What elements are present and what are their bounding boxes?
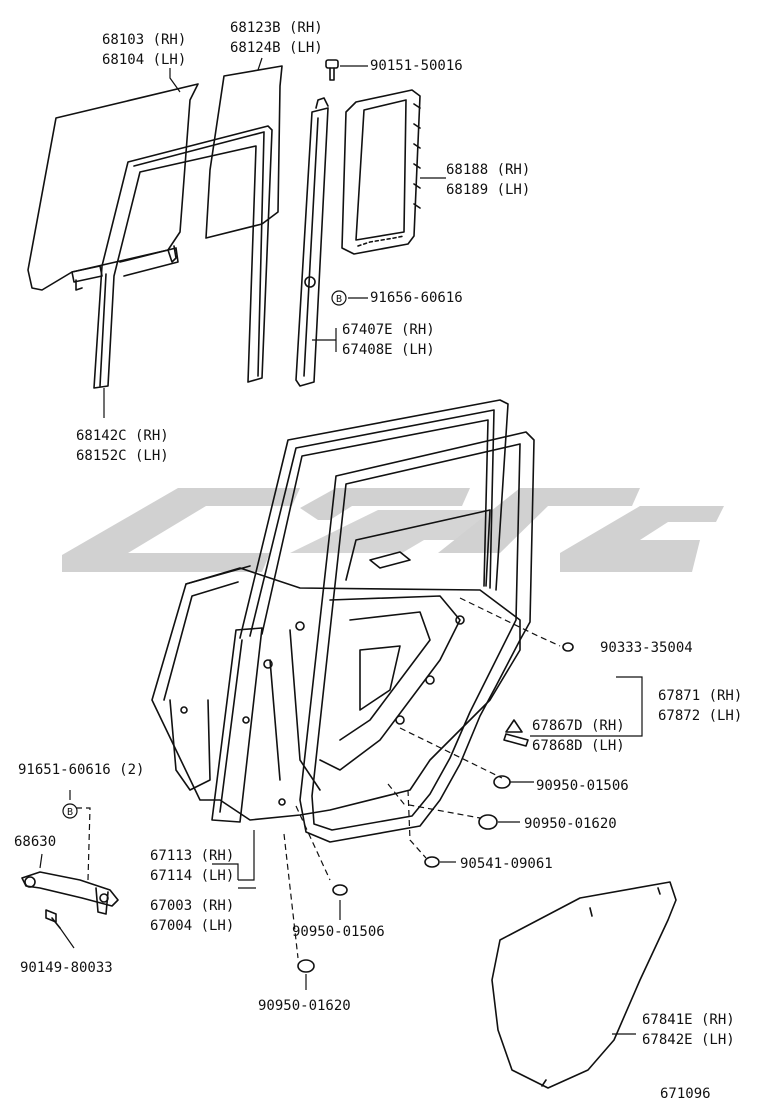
division-bar xyxy=(295,107,329,387)
label-line: 68152C (LH) xyxy=(76,448,169,464)
label-line: 90541-09061 xyxy=(460,856,553,872)
watermark-logo xyxy=(62,488,724,572)
label-line: 68103 (RH) xyxy=(102,32,187,48)
quarter-glass xyxy=(205,65,283,239)
label-glass-door: 68103 (RH) 68104 (LH) xyxy=(102,30,186,70)
label-glass-quarter: 68123B (RH) 68124B (LH) xyxy=(230,18,323,58)
label-line: 68188 (RH) xyxy=(446,162,531,178)
label-door-weatherstrip: 67871 (RH) 67872 (LH) xyxy=(658,686,742,726)
screw-left-icon xyxy=(45,909,61,929)
door-glass xyxy=(27,83,199,291)
label-door-panel: 67113 (RH) 67114 (LH) xyxy=(150,846,234,886)
label-hinge-part: 68630 xyxy=(14,832,56,852)
label-line: 67113 (RH) xyxy=(150,848,235,864)
label-line: 91656-60616 xyxy=(370,290,463,306)
diagram-id: 671096 xyxy=(660,1084,711,1104)
label-line: 90151-50016 xyxy=(370,58,463,74)
label-line: 68123B (RH) xyxy=(230,20,323,36)
label-service-cover: 67841E (RH) 67842E (LH) xyxy=(642,1010,735,1050)
label-line: 67842E (LH) xyxy=(642,1032,735,1048)
bolt-b-badge: B B xyxy=(62,290,347,819)
label-screw-left: 90149-80033 xyxy=(20,958,113,978)
label-line: 90950-01620 xyxy=(258,998,351,1014)
label-line: 671096 xyxy=(660,1086,711,1102)
label-plug-b2: 90950-01620 xyxy=(258,996,351,1016)
label-clip-seal: 67867D (RH) 67868D (LH) xyxy=(532,716,625,756)
o-ring-icon xyxy=(562,642,574,652)
door-weatherstrip xyxy=(299,431,535,843)
label-line: 67004 (LH) xyxy=(150,918,235,934)
label-line: 90149-80033 xyxy=(20,960,113,976)
label-quarter-weatherstrip: 68188 (RH) 68189 (LH) xyxy=(446,160,530,200)
label-line: 67114 (LH) xyxy=(150,868,235,884)
hinge-icon xyxy=(21,871,119,915)
service-cover xyxy=(491,881,677,1089)
svg-text:B: B xyxy=(336,294,342,305)
label-line: 67407E (RH) xyxy=(342,322,435,338)
door-frame xyxy=(239,399,509,639)
run-channel xyxy=(93,125,273,389)
label-grommet: 90541-09061 xyxy=(460,854,553,874)
label-line: 91651-60616 (2) xyxy=(18,762,145,778)
label-line: 90950-01620 xyxy=(524,816,617,832)
label-line: 90950-01506 xyxy=(292,924,385,940)
label-line: 67871 (RH) xyxy=(658,688,743,704)
plug-icon xyxy=(297,775,511,973)
door-inner-panel xyxy=(151,567,521,821)
clip-icon xyxy=(503,719,529,747)
door-panel-side xyxy=(211,627,263,823)
label-line: 68104 (LH) xyxy=(102,52,187,68)
label-screw-top: 90151-50016 xyxy=(370,56,463,76)
quarter-weatherstrip xyxy=(341,89,421,255)
label-line: 67003 (RH) xyxy=(150,898,235,914)
label-division-bar: 67407E (RH) 67408E (LH) xyxy=(342,320,435,360)
label-line: 68142C (RH) xyxy=(76,428,169,444)
label-o-ring: 90333-35004 xyxy=(600,638,693,658)
label-line: 67868D (LH) xyxy=(532,738,625,754)
label-bolt-b-mid: 91656-60616 xyxy=(370,288,463,308)
label-line: 68630 xyxy=(14,834,57,850)
label-bolt-b-left: 91651-60616 (2) xyxy=(18,760,144,780)
label-line: 68189 (LH) xyxy=(446,182,531,198)
label-door-assy: 67003 (RH) 67004 (LH) xyxy=(150,896,234,936)
label-line: 90333-35004 xyxy=(600,640,693,656)
label-line: 67841E (RH) xyxy=(642,1012,735,1028)
label-line: 68124B (LH) xyxy=(230,40,323,56)
label-line: 67408E (LH) xyxy=(342,342,435,358)
label-line: 67867D (RH) xyxy=(532,718,625,734)
label-plug-a1: 90950-01506 xyxy=(536,776,629,796)
label-line: 90950-01506 xyxy=(536,778,629,794)
door-glass-bracket xyxy=(71,265,103,291)
screw-top-icon xyxy=(325,59,339,81)
label-line: 67872 (LH) xyxy=(658,708,743,724)
svg-text:B: B xyxy=(67,807,73,818)
label-plug-a2: 90950-01506 xyxy=(292,922,385,942)
label-plug-b1: 90950-01620 xyxy=(524,814,617,834)
label-run-channel: 68142C (RH) 68152C (LH) xyxy=(76,426,169,466)
